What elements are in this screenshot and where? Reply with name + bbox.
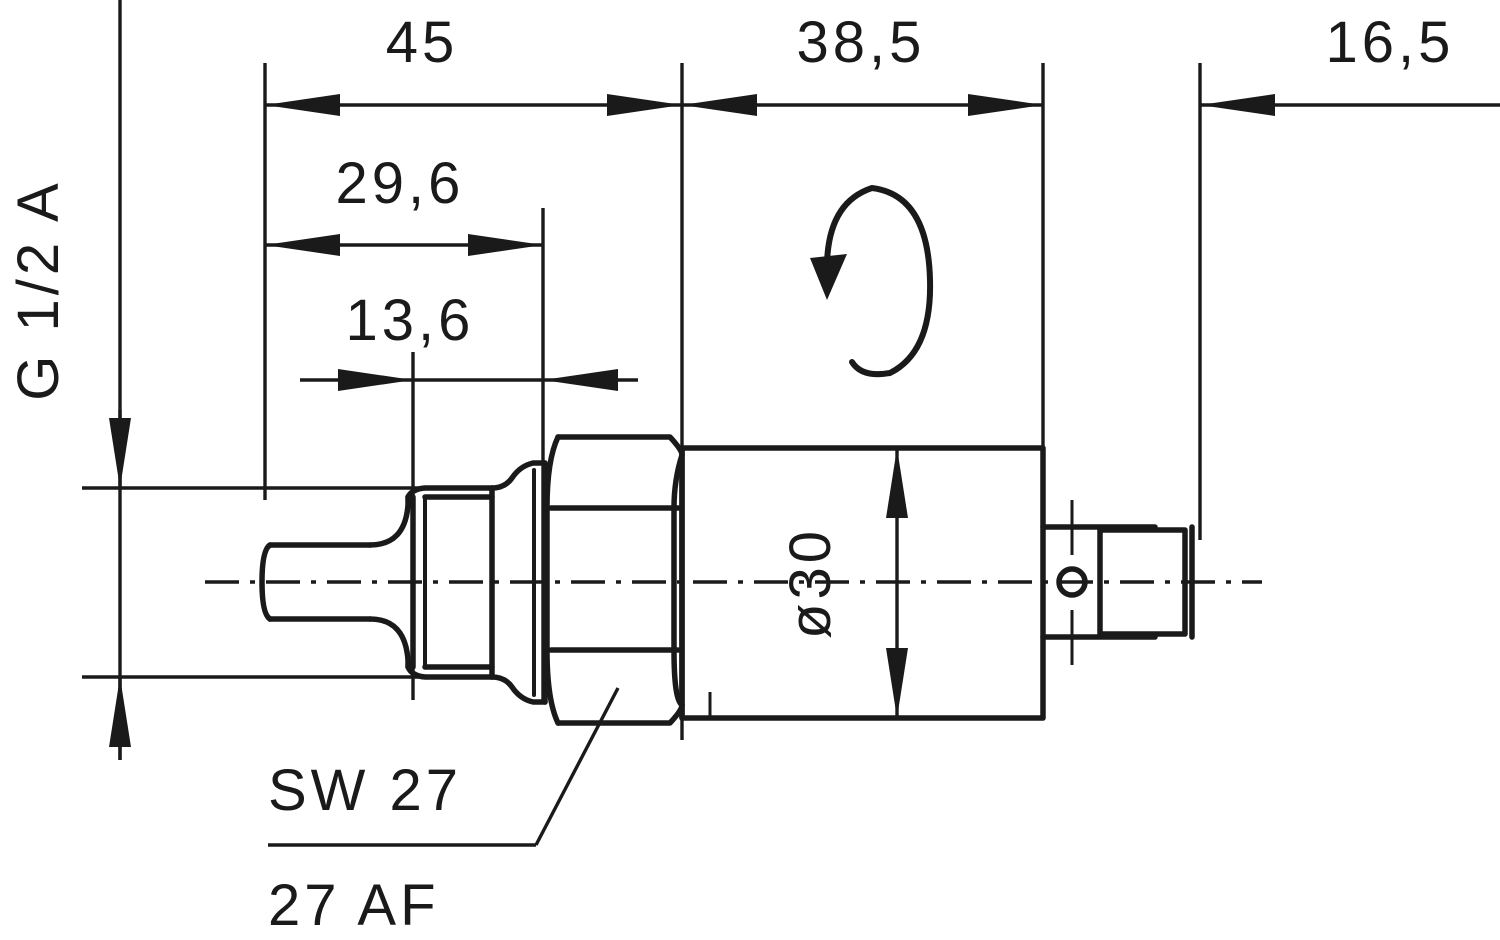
arrowhead-136-left	[338, 369, 413, 391]
label-sw27: SW 27	[268, 758, 462, 823]
nozzle-tip-rounded-end	[259, 542, 273, 622]
rotation-arrow-icon	[810, 184, 934, 378]
arrowhead-g12a-bottom	[109, 677, 131, 747]
arrowhead-385-left	[682, 94, 757, 116]
part-thread-section	[405, 485, 495, 680]
horizontal-extension-lines	[82, 486, 420, 679]
arrowhead-d30-bottom	[886, 648, 908, 718]
arrowhead-45-right	[607, 94, 682, 116]
arrowhead-165-left	[1200, 94, 1275, 116]
arrowhead-d30-top	[886, 448, 908, 518]
arrowhead-45-left	[265, 94, 340, 116]
dimension-385: 38,5	[682, 10, 1043, 116]
thread-bottom-left-chamfer	[405, 664, 495, 680]
hex-left-profile	[544, 434, 561, 726]
label-27af: 27 AF	[268, 873, 440, 938]
part-nozzle-tip	[259, 494, 411, 670]
rotation-arrow-head	[810, 254, 847, 300]
part-hex-nut	[544, 434, 685, 726]
dimension-296: 29,6	[265, 151, 543, 256]
dim-label-136: 13,6	[346, 288, 475, 353]
dimension-thread-g12a: G 1/2 A	[6, 179, 131, 760]
nozzle-bottom-fillet	[367, 616, 411, 670]
nozzle-top-fillet	[367, 494, 411, 548]
dim-label-thread-g12a: G 1/2 A	[6, 179, 71, 400]
arrowhead-136-right	[543, 369, 618, 391]
collar-bottom-taper	[489, 674, 548, 705]
callout-leader-line	[534, 687, 620, 846]
dimension-165: 16,5	[1200, 10, 1500, 116]
dimension-136: 13,6	[300, 288, 638, 391]
dim-label-385: 38,5	[797, 10, 926, 75]
wrench-size-callout: SW 27 27 AF	[268, 687, 620, 938]
dim-label-165: 16,5	[1326, 10, 1455, 75]
dim-label-296: 29,6	[336, 151, 465, 216]
rotation-arrow-curve	[824, 184, 934, 378]
thread-top-left-chamfer	[405, 485, 495, 500]
hex-right-profile	[671, 452, 685, 708]
collar-top-taper	[489, 460, 548, 491]
dimension-45: 45	[265, 10, 682, 116]
arrowhead-296-left	[265, 234, 340, 256]
dim-label-45: 45	[386, 10, 459, 75]
arrowhead-296-right	[468, 234, 543, 256]
hex-top-edge	[555, 434, 685, 458]
hex-bottom-edge	[555, 702, 685, 726]
arrowhead-385-right	[968, 94, 1043, 116]
part-main-body	[679, 445, 1046, 721]
extension-lines	[118, 0, 1202, 760]
arrowhead-g12a-top	[109, 418, 131, 488]
